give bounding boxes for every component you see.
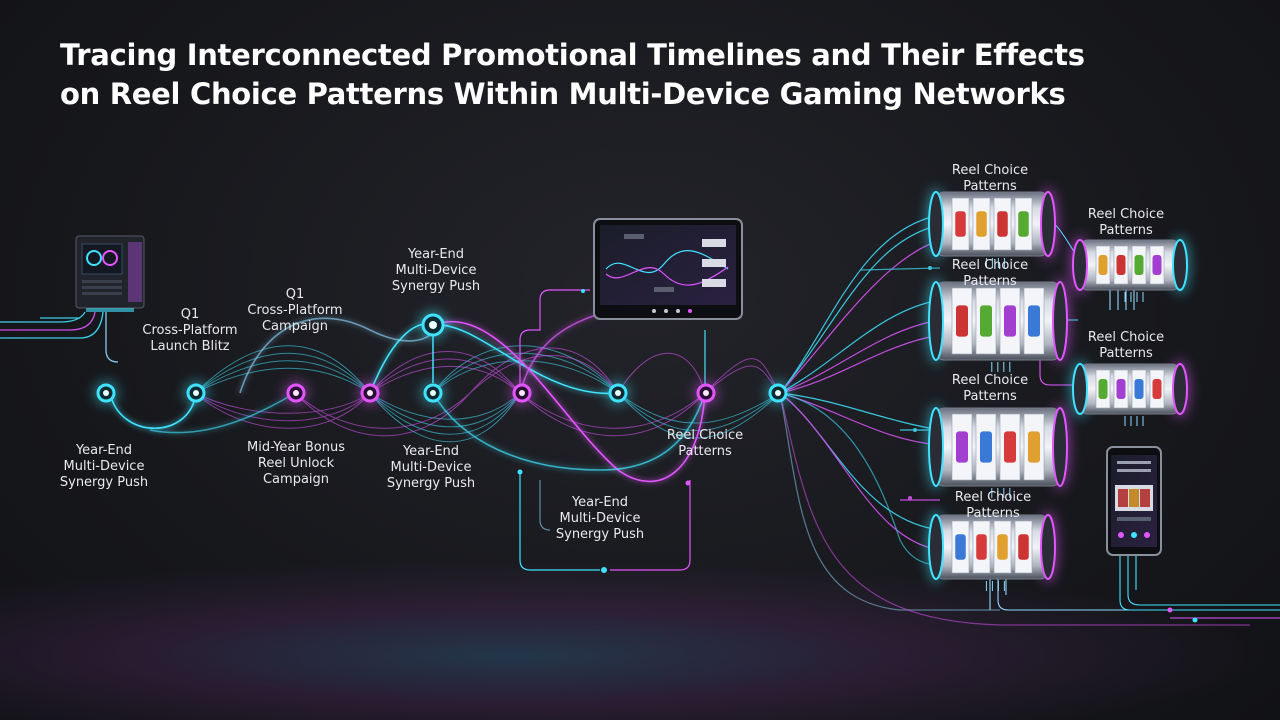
timeline-nodes (94, 311, 790, 405)
label-line: Reel Choice (951, 373, 1029, 388)
label-line: Reel Choice (666, 428, 744, 443)
label-line: Cross-Platform (142, 323, 238, 338)
label-line: Patterns (678, 444, 732, 459)
label-line: Multi-Device (390, 460, 472, 475)
label-midyear: Mid-Year Bonus Reel Unlock Campaign (241, 440, 351, 488)
label-reel-6: Reel Choice Patterns (943, 490, 1043, 522)
label-line: Synergy Push (386, 476, 476, 491)
label-line: Year-End (402, 444, 460, 459)
slot-machine-icon (926, 278, 1070, 372)
label-line: Reel Choice (1087, 330, 1165, 345)
timeline-node-cyan (421, 381, 445, 405)
slot-machine-icon (926, 511, 1058, 591)
label-line: Q1 (180, 307, 200, 322)
label-line: Q1 (285, 287, 305, 302)
label-line: Patterns (1099, 346, 1153, 361)
timeline-node-cyan (606, 381, 630, 405)
label-line: Launch Blitz (150, 339, 230, 354)
label-yearend-bottom: Year-End Multi-Device Synergy Push (550, 495, 650, 543)
timeline-node-magenta (510, 381, 534, 405)
timeline-node-magenta (694, 381, 718, 405)
title-line-2: on Reel Choice Patterns Within Multi-Dev… (60, 77, 1066, 111)
floor-glow (0, 560, 1280, 720)
timeline-node-magenta (284, 381, 308, 405)
label-yearend-mid: Year-End Multi-Device Synergy Push (381, 444, 481, 492)
label-line: Year-End (407, 247, 465, 262)
label-line: Reel Choice (1087, 207, 1165, 222)
label-reel-5: Reel Choice Patterns (940, 373, 1040, 405)
smartphone-icon (1106, 446, 1162, 556)
label-line: Synergy Push (391, 279, 481, 294)
label-line: Patterns (966, 506, 1020, 521)
slot-machine-icon (926, 404, 1070, 498)
label-line: Synergy Push (59, 475, 149, 490)
label-line: Patterns (963, 274, 1017, 289)
label-line: Patterns (963, 389, 1017, 404)
label-line: Reel Unlock (257, 456, 335, 471)
label-line: Mid-Year Bonus (246, 440, 345, 455)
label-line: Reel Choice (951, 258, 1029, 273)
desktop-pc-icon (75, 235, 145, 312)
input-wires (0, 311, 119, 363)
tablet-icon (593, 218, 743, 320)
label-reel-1: Reel Choice Patterns (940, 163, 1040, 195)
label-q1-launch: Q1 Cross-Platform Launch Blitz (140, 307, 240, 355)
title-line-1: Tracing Interconnected Promotional Timel… (60, 38, 1085, 72)
label-line: Multi-Device (63, 459, 145, 474)
timeline-node-cyan (94, 381, 118, 405)
label-q1-campaign: Q1 Cross-Platform Campaign (245, 287, 345, 335)
label-line: Campaign (262, 472, 330, 487)
label-yearend-top: Year-End Multi-Device Synergy Push (386, 247, 486, 295)
label-line: Multi-Device (395, 263, 477, 278)
slot-machine-icon (1070, 236, 1190, 302)
timeline-node-cyan (766, 381, 790, 405)
label-line: Reel Choice (951, 163, 1029, 178)
label-line: Campaign (261, 319, 329, 334)
label-line: Year-End (571, 495, 629, 510)
page-title: Tracing Interconnected Promotional Timel… (60, 36, 1160, 114)
label-line: Synergy Push (555, 527, 645, 542)
label-line: Patterns (1099, 223, 1153, 238)
label-yearend-left: Year-End Multi-Device Synergy Push (54, 443, 154, 491)
label-line: Reel Choice (954, 490, 1032, 505)
label-reel-2: Reel Choice Patterns (1076, 207, 1176, 239)
timeline-node-magenta (358, 381, 382, 405)
label-line: Cross-Platform (247, 303, 343, 318)
slot-machine-icon (926, 188, 1058, 268)
bottom-connectors (517, 469, 691, 573)
label-line: Multi-Device (559, 511, 641, 526)
label-reel-center: Reel Choice Patterns (655, 428, 755, 460)
label-reel-4: Reel Choice Patterns (1076, 330, 1176, 362)
label-line: Year-End (75, 443, 133, 458)
timeline-node-cyan (184, 381, 208, 405)
label-reel-3: Reel Choice Patterns (940, 258, 1040, 290)
slot-machine-icon (1070, 360, 1190, 426)
label-line: Patterns (963, 179, 1017, 194)
fanout-bundle (779, 214, 1250, 626)
